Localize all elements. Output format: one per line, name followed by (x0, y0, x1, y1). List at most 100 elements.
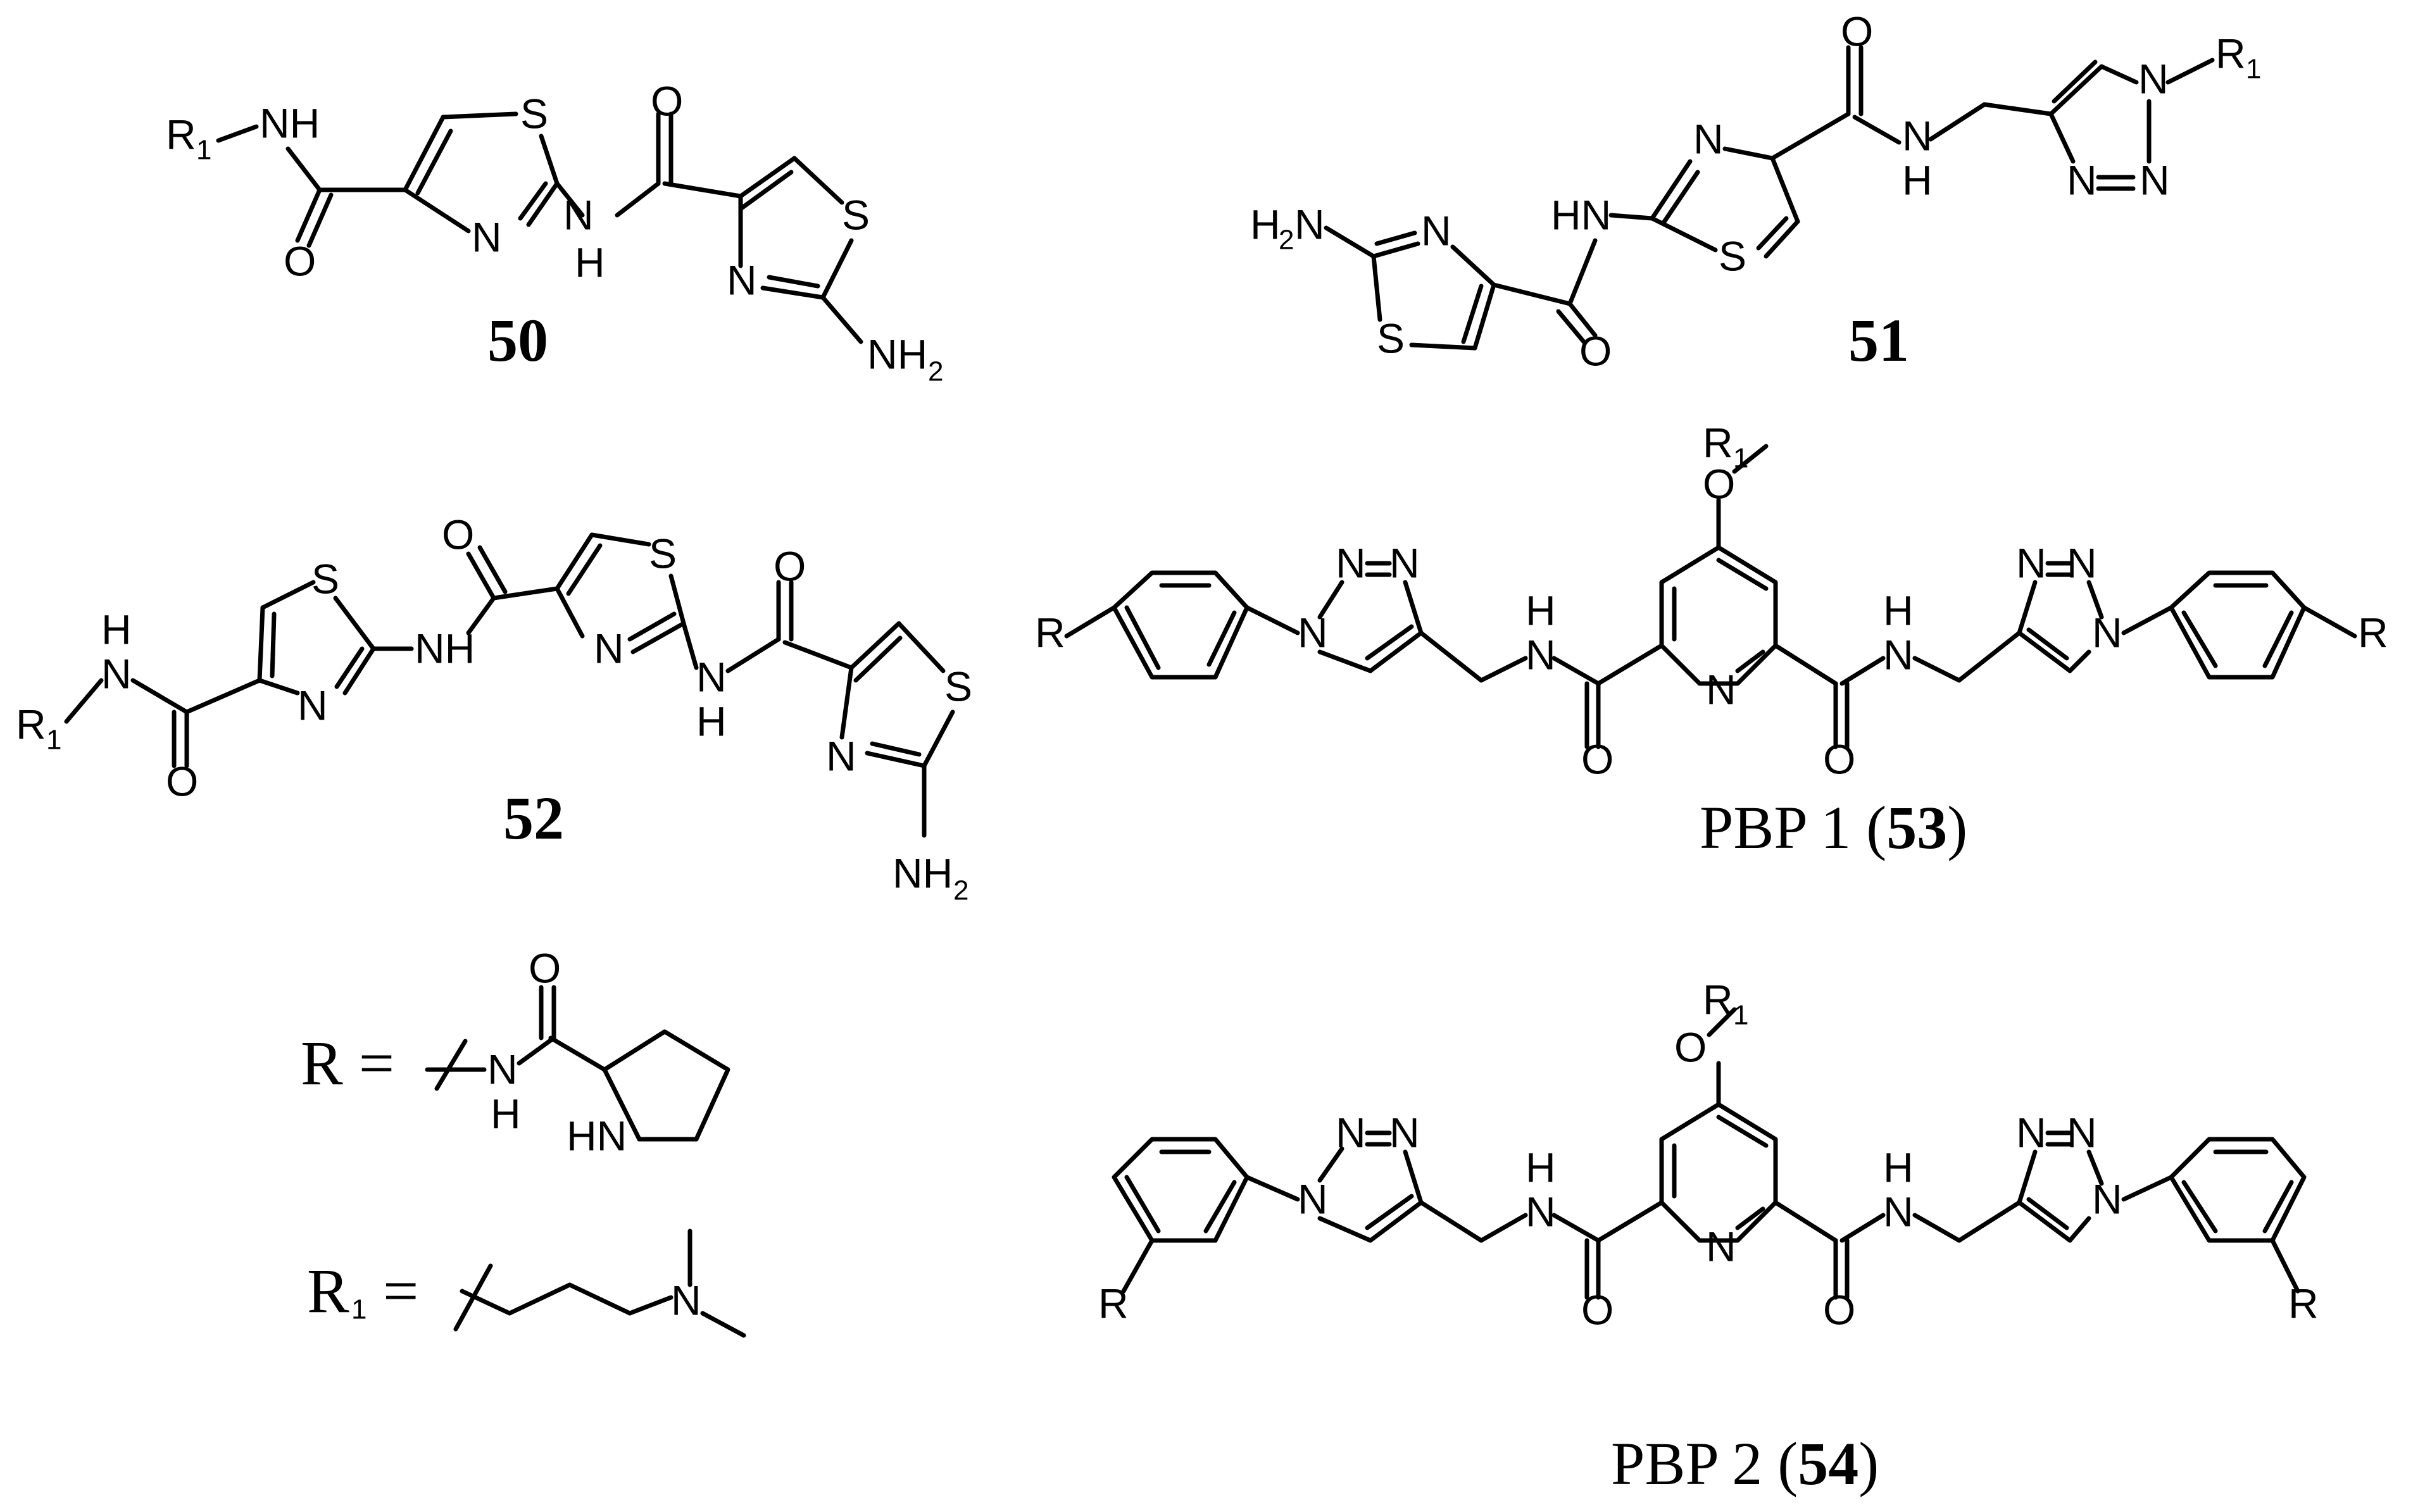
atom-label: NH (260, 99, 320, 146)
atom-label: NH (415, 625, 475, 672)
atom-label: S (1377, 315, 1405, 361)
svg-text:1: 1 (351, 1294, 367, 1325)
atom-label: O (1823, 1286, 1855, 1333)
atom-label: O (1674, 1023, 1707, 1070)
atom-label: N (2016, 539, 2046, 586)
atom-label: N (1902, 112, 1933, 159)
svg-text:R: R (166, 111, 196, 158)
atom-label: R (16, 701, 46, 747)
atom-label: NH (893, 849, 953, 896)
r-definition: R = N H O HN (301, 944, 730, 1159)
atom-label: HN (567, 1112, 627, 1159)
atom-label: O (774, 542, 806, 589)
atom-label: O (1581, 1286, 1614, 1333)
atom-label: H (696, 697, 727, 744)
atom-label: N (1526, 1188, 1556, 1235)
atom-label: N (298, 682, 328, 728)
atom-label: N (1693, 115, 1724, 162)
atom-label: N (826, 732, 856, 779)
atom-label: O (284, 237, 316, 284)
atom-label: N (101, 650, 132, 697)
atom-label: N (2067, 156, 2097, 203)
atom-label: N (563, 191, 594, 238)
atom-label: H (1902, 156, 1933, 203)
atom-label: O (1703, 460, 1735, 507)
compound-52-structure: R 1 N H O S N NH O S N (16, 511, 972, 906)
atom-label: 1 (46, 725, 61, 756)
atom-label: O (1841, 8, 1873, 54)
atom-label: N (2140, 156, 2170, 203)
atom-label: R (2358, 609, 2388, 656)
atom-label: N (1883, 1188, 1914, 1235)
svg-text:PBP 1 (53): PBP 1 (53) (1700, 794, 1967, 861)
atom-label: N (1706, 1223, 1736, 1270)
atom-label: R (1035, 609, 1065, 656)
atom-label: O (1823, 735, 1855, 782)
atom-label: N (696, 653, 727, 700)
compound-51-label: 51 (1848, 306, 1909, 374)
atom-label: O (1581, 735, 1614, 782)
atom-label: HN (1551, 191, 1611, 238)
atom-label: N (1336, 539, 1366, 586)
atom-label: S (520, 90, 548, 137)
atom-label: O (1579, 327, 1612, 374)
compound-51-structure: H 2 N N S O HN N S O (1250, 8, 2261, 374)
atom-label: H (1250, 201, 1281, 247)
atom-label: N (2092, 609, 2122, 656)
atom-label: S (944, 663, 972, 709)
svg-text:R: R (307, 1256, 349, 1326)
svg-text:=: = (383, 1256, 418, 1326)
atom-label: S (842, 191, 870, 238)
compound-54-structure: R N N N N H O N O R 1 O (1098, 976, 2319, 1333)
atom-label: H (1526, 587, 1556, 634)
atom-label: N (1421, 207, 1451, 254)
atom-label: R (1098, 1280, 1129, 1327)
compound-54-label: PBP 2 (54) (1611, 1430, 1879, 1497)
atom-label: O (651, 77, 683, 124)
atom-label: N (1526, 631, 1556, 678)
atom-label: O (529, 944, 561, 991)
atom-label: NH (867, 330, 927, 377)
atom-label: N (487, 1046, 518, 1092)
svg-text:PBP 2 (54): PBP 2 (54) (1611, 1430, 1879, 1497)
atom-label: R (1703, 419, 1733, 466)
atom-label: N (2067, 539, 2097, 586)
atom-label: H (1526, 1144, 1556, 1190)
atom-label: N (1389, 1109, 1420, 1156)
atom-label: 2 (953, 875, 968, 906)
r1-definition: R 1 = N (307, 1228, 746, 1338)
atom-label: R (1703, 976, 1733, 1023)
compound-52-label: 52 (503, 784, 564, 852)
atom-label: N (1298, 1175, 1328, 1222)
atom-label: R (2215, 30, 2246, 77)
atom-label: S (1719, 232, 1746, 279)
atom-label: 1 (2246, 54, 2261, 85)
atom-label: N (1294, 201, 1325, 247)
atom-label: R 1 (166, 111, 211, 165)
atom-label: N (2092, 1175, 2122, 1222)
compound-50-structure: R 1 NH O S N N H O S (166, 77, 943, 387)
atom-label: N (1298, 609, 1328, 656)
atom-label: S (649, 530, 677, 577)
atom-label: N (594, 625, 624, 672)
atom-label: H (101, 606, 132, 653)
atom-label: N (472, 213, 502, 260)
atom-label: N (1883, 631, 1914, 678)
atom-label: H (575, 239, 605, 285)
svg-text:1: 1 (196, 135, 211, 166)
atom-label: O (442, 511, 474, 558)
atom-label: 1 (1733, 443, 1748, 474)
atom-label: H (1883, 1144, 1914, 1190)
atom-label: H (491, 1090, 521, 1137)
atom-label: 2 (1279, 225, 1294, 256)
atom-label: N (671, 1277, 701, 1323)
atom-label: H (1883, 587, 1914, 634)
atom-label: O (166, 758, 198, 804)
atom-label: 2 (928, 356, 943, 387)
atom-label: S (311, 555, 339, 602)
atom-label: N (2016, 1109, 2046, 1156)
atom-label: N (2067, 1109, 2097, 1156)
atom-label: R (2288, 1280, 2319, 1327)
svg-text:R =: R = (301, 1028, 394, 1098)
